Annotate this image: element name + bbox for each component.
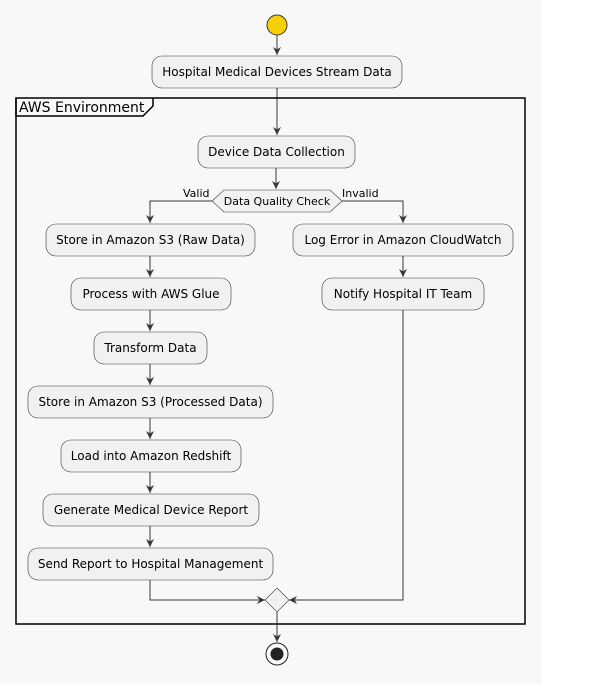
- node-s3-processed-label: Store in Amazon S3 (Processed Data): [38, 395, 262, 409]
- edge-send-merge: [149, 580, 265, 604]
- node-glue: Process with AWS Glue: [70, 277, 232, 311]
- node-log-error: Log Error in Amazon CloudWatch: [292, 223, 514, 257]
- edge-decision-invalid: [342, 200, 407, 223]
- node-send: Send Report to Hospital Management: [27, 547, 274, 581]
- node-s3-raw-label: Store in Amazon S3 (Raw Data): [56, 233, 245, 247]
- node-s3-raw: Store in Amazon S3 (Raw Data): [45, 223, 256, 257]
- node-send-label: Send Report to Hospital Management: [38, 557, 264, 571]
- decision-label: Data Quality Check: [224, 195, 331, 208]
- node-report-label: Generate Medical Device Report: [54, 503, 249, 517]
- node-report: Generate Medical Device Report: [42, 493, 260, 527]
- edge-notify-merge: [289, 310, 404, 604]
- node-collect: Device Data Collection: [197, 135, 356, 169]
- decision-data-quality-check: Data Quality Check: [211, 189, 343, 213]
- node-glue-label: Process with AWS Glue: [82, 287, 219, 301]
- merge-node: [264, 587, 290, 613]
- node-redshift-label: Load into Amazon Redshift: [71, 449, 232, 463]
- node-redshift: Load into Amazon Redshift: [60, 439, 242, 473]
- node-log-error-label: Log Error in Amazon CloudWatch: [304, 233, 501, 247]
- node-transform-label: Transform Data: [103, 341, 196, 355]
- node-notify-label: Notify Hospital IT Team: [334, 287, 472, 301]
- node-s3-processed: Store in Amazon S3 (Processed Data): [27, 385, 274, 419]
- node-collect-label: Device Data Collection: [208, 145, 345, 159]
- start-node: [266, 14, 288, 36]
- aws-environment-label: AWS Environment: [19, 100, 145, 116]
- activity-diagram: Hospital Medical Devices Stream Data AWS…: [15, 14, 526, 666]
- edge-decision-valid: [146, 200, 212, 223]
- end-node: [265, 642, 289, 666]
- node-source: Hospital Medical Devices Stream Data: [151, 55, 403, 89]
- diagram-canvas: Hospital Medical Devices Stream Data AWS…: [15, 14, 526, 666]
- branch-invalid-label: Invalid: [342, 187, 379, 200]
- node-transform: Transform Data: [93, 331, 208, 365]
- branch-valid-label: Valid: [183, 187, 210, 200]
- node-source-label: Hospital Medical Devices Stream Data: [162, 65, 392, 79]
- node-notify: Notify Hospital IT Team: [321, 277, 485, 311]
- aws-environment-group: AWS Environment: [15, 97, 526, 625]
